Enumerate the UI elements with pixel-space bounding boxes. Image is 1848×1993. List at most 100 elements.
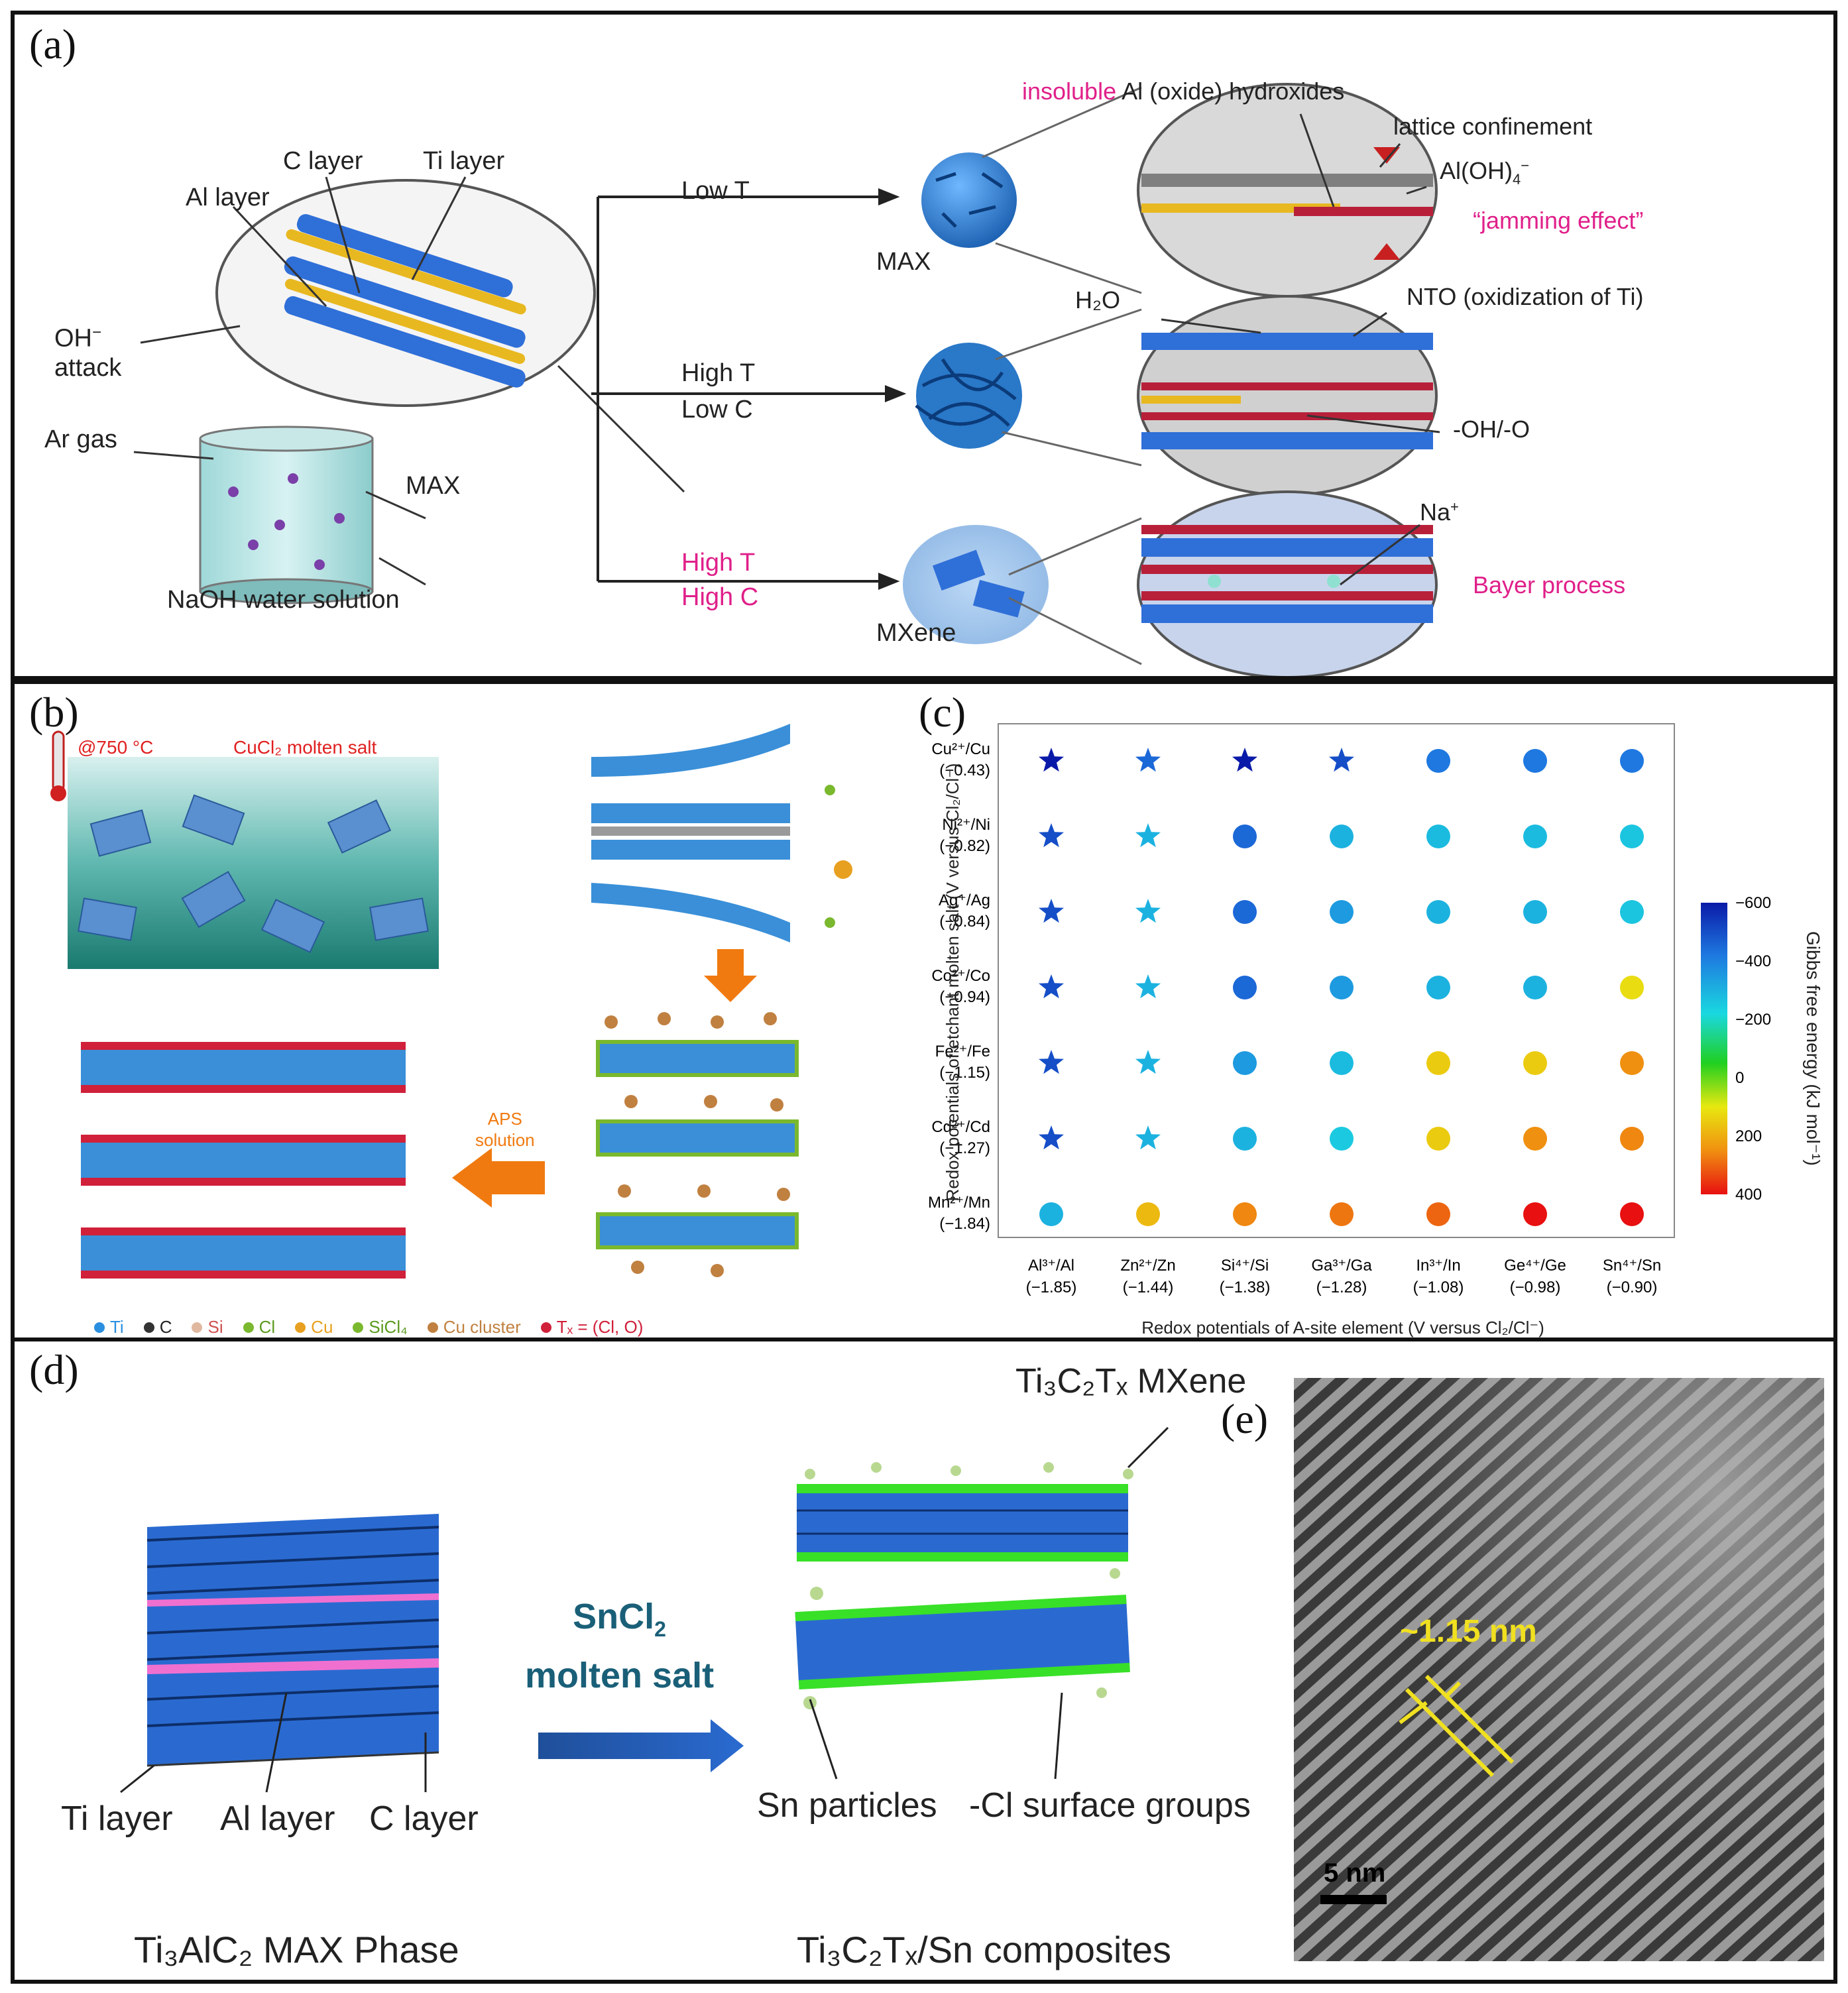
composite-stack-top	[797, 1484, 1128, 1562]
cu-cluster-stack	[596, 1012, 799, 1277]
y-tick-label: Fe²⁺/Fe	[935, 1043, 990, 1060]
heatmap-cell-1-5	[1523, 825, 1547, 848]
label-sncl2: SnCl2 molten salt	[525, 1593, 714, 1699]
panel-d-label: (d)	[29, 1346, 79, 1393]
heatmap-cell-4-5	[1523, 1051, 1547, 1075]
label-oh-attack: OH− attack	[54, 318, 121, 382]
panel-b-illustration	[50, 724, 852, 1279]
label-ti-layer: Ti layer	[423, 147, 505, 175]
label-lattice: lattice confinement	[1393, 113, 1593, 140]
aloh4-sub: 4	[1513, 171, 1521, 188]
heatmap-cell-2-0	[1039, 899, 1064, 923]
legend-sicl4: SiCl₄	[353, 1317, 408, 1338]
legend-cu: Cu	[295, 1317, 333, 1338]
heatmap-cell-2-3	[1330, 900, 1354, 924]
label-c-layer: C layer	[283, 147, 363, 175]
heatmap-cell-6-1	[1136, 1202, 1160, 1226]
heatmap-cell-1-0	[1039, 823, 1064, 848]
label-al-layer-d: Al layer	[220, 1799, 335, 1838]
legend-c: C	[143, 1317, 172, 1338]
label-bayer: Bayer process	[1473, 571, 1626, 598]
y-tick-value: (−0.43)	[939, 762, 990, 779]
label-max-beaker: MAX	[406, 472, 461, 500]
heatmap-cell-6-2	[1233, 1202, 1257, 1226]
aloh4-text: Al(OH)	[1440, 157, 1513, 184]
x-tick-label: In³⁺/In	[1416, 1257, 1460, 1275]
y-tick-value: (−0.94)	[939, 988, 990, 1006]
heatmap-cell-5-4	[1426, 1127, 1450, 1151]
na-sup: +	[1450, 498, 1459, 515]
y-tick-label: Mn²⁺/Mn	[928, 1194, 990, 1212]
colorbar-tick: 200	[1735, 1127, 1762, 1145]
heatmap-cell-0-0	[1039, 748, 1064, 772]
down-arrow	[704, 949, 757, 1002]
heatmap-cell-1-1	[1135, 823, 1161, 848]
heatmap-cell-6-5	[1523, 1202, 1547, 1226]
heatmap-cell-4-4	[1426, 1051, 1450, 1075]
panel-a-illustration	[133, 83, 1440, 676]
colorbar-tick: −600	[1735, 894, 1771, 912]
x-tick-value: (−1.08)	[1413, 1279, 1464, 1296]
label-ti-layer-d: Ti layer	[61, 1799, 173, 1838]
y-tick-label: Ni²⁺/Ni	[942, 816, 990, 834]
heatmap-cell-3-6	[1620, 976, 1644, 999]
heatmap-cell-0-2	[1232, 748, 1257, 772]
y-tick-label: Cd²⁺/Cd	[931, 1118, 990, 1136]
max-lattice-layers	[284, 214, 526, 388]
y-tick-value: (−1.84)	[939, 1215, 990, 1233]
heatmap-cell-2-6	[1620, 900, 1644, 924]
x-tick-label: Sn⁴⁺/Sn	[1603, 1257, 1661, 1275]
colorbar	[1701, 903, 1727, 1194]
label-na: Na+	[1420, 498, 1459, 526]
label-high-t-1: High T	[681, 359, 756, 387]
y-tick-label: Cu²⁺/Cu	[931, 740, 990, 758]
beaker	[199, 426, 374, 604]
x-tick-value: (−1.85)	[1026, 1279, 1077, 1296]
x-tick-value: (−1.28)	[1316, 1279, 1367, 1296]
x-tick-value: (−0.90)	[1607, 1279, 1658, 1296]
heatmap-cell-0-6	[1620, 749, 1644, 773]
x-tick-label: Si⁴⁺/Si	[1221, 1257, 1269, 1275]
x-tick-value: (−1.38)	[1220, 1279, 1271, 1296]
legend-ti: Ti	[94, 1317, 124, 1338]
label-low-t: Low T	[681, 177, 750, 205]
y-tick-label: Co²⁺/Co	[931, 967, 990, 985]
panel-a: (a)	[11, 11, 1837, 680]
heatmap-cell-5-1	[1135, 1125, 1161, 1150]
heatmap-cell-6-0	[1039, 1202, 1063, 1226]
label-oh-o: -OH/-O	[1453, 416, 1530, 443]
heatmap-cell-2-5	[1523, 900, 1547, 924]
x-tick-label: Al³⁺/Al	[1028, 1257, 1074, 1275]
heatmap-cell-0-3	[1329, 748, 1354, 772]
oh-sup: −	[92, 323, 102, 341]
label-composites: Ti₃C₂Tₓ/Sn composites	[797, 1929, 1171, 1970]
y-tick-label: Ag⁺/Ag	[939, 891, 990, 909]
label-molten-salt: CuCl₂ molten salt	[233, 737, 377, 758]
y-tick-value: (−1.15)	[939, 1064, 990, 1082]
heatmap-cell-3-3	[1330, 976, 1354, 999]
heatmap-cell-4-0	[1039, 1050, 1064, 1074]
process-arrow	[538, 1719, 744, 1772]
heatmap-cell-1-3	[1330, 825, 1354, 848]
heatmap-cell-6-4	[1426, 1202, 1450, 1226]
heatmap-cell-2-2	[1233, 900, 1257, 924]
gibbs-heatmap: Cu²⁺/Cu(−0.43)Ni²⁺/Ni(−0.82)Ag⁺/Ag(−0.84…	[928, 723, 1823, 1338]
composite-stack-bottom	[795, 1594, 1130, 1689]
left-arrow	[452, 1148, 545, 1208]
heatmap-cell-5-5	[1523, 1127, 1547, 1151]
heatmap-cell-5-6	[1620, 1127, 1644, 1151]
molten-salt-text: molten salt	[525, 1655, 715, 1695]
branch-arrows	[591, 188, 907, 590]
tem-image	[1294, 1378, 1824, 1961]
panel-c: (c) Cu²⁺/Cu(−0.43)Ni²⁺/Ni(−0.82)Ag⁺/Ag(−…	[919, 680, 1837, 1341]
colorbar-tick: −200	[1735, 1011, 1771, 1029]
sncl2-text: SnCl	[573, 1597, 655, 1636]
heatmap-cell-5-3	[1330, 1127, 1354, 1151]
heatmap-cell-4-6	[1620, 1051, 1644, 1075]
label-temperature: @750 °C	[78, 737, 154, 758]
sncl2-sub: 2	[654, 1617, 666, 1641]
x-tick-label: Ge⁴⁺/Ge	[1504, 1257, 1566, 1275]
label-jamming: “jamming effect”	[1473, 207, 1644, 234]
panel-e-label: (e)	[1221, 1395, 1269, 1442]
na-text: Na	[1420, 498, 1451, 526]
